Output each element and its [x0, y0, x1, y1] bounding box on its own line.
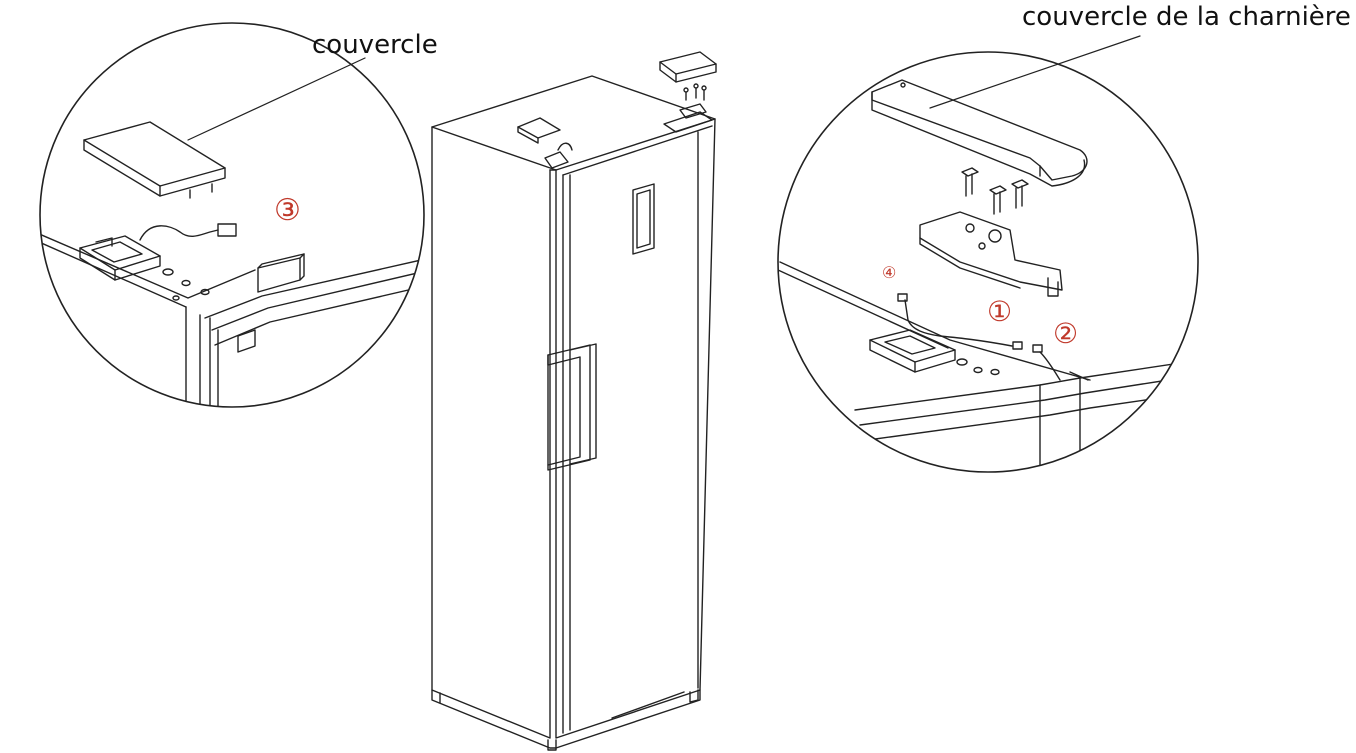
- step-3-marker: ③: [274, 193, 301, 228]
- hinge-cover-label: couvercle de la charnière: [1022, 2, 1351, 32]
- cover-label: couvercle: [312, 30, 438, 60]
- step-1-marker: ①: [987, 295, 1013, 328]
- left-detail-circle: [39, 22, 425, 408]
- right-detail-circle: [777, 35, 1199, 473]
- step-4-marker: ④: [882, 263, 897, 282]
- step-2-marker: ②: [1053, 317, 1079, 350]
- fridge-illustration: [431, 51, 717, 751]
